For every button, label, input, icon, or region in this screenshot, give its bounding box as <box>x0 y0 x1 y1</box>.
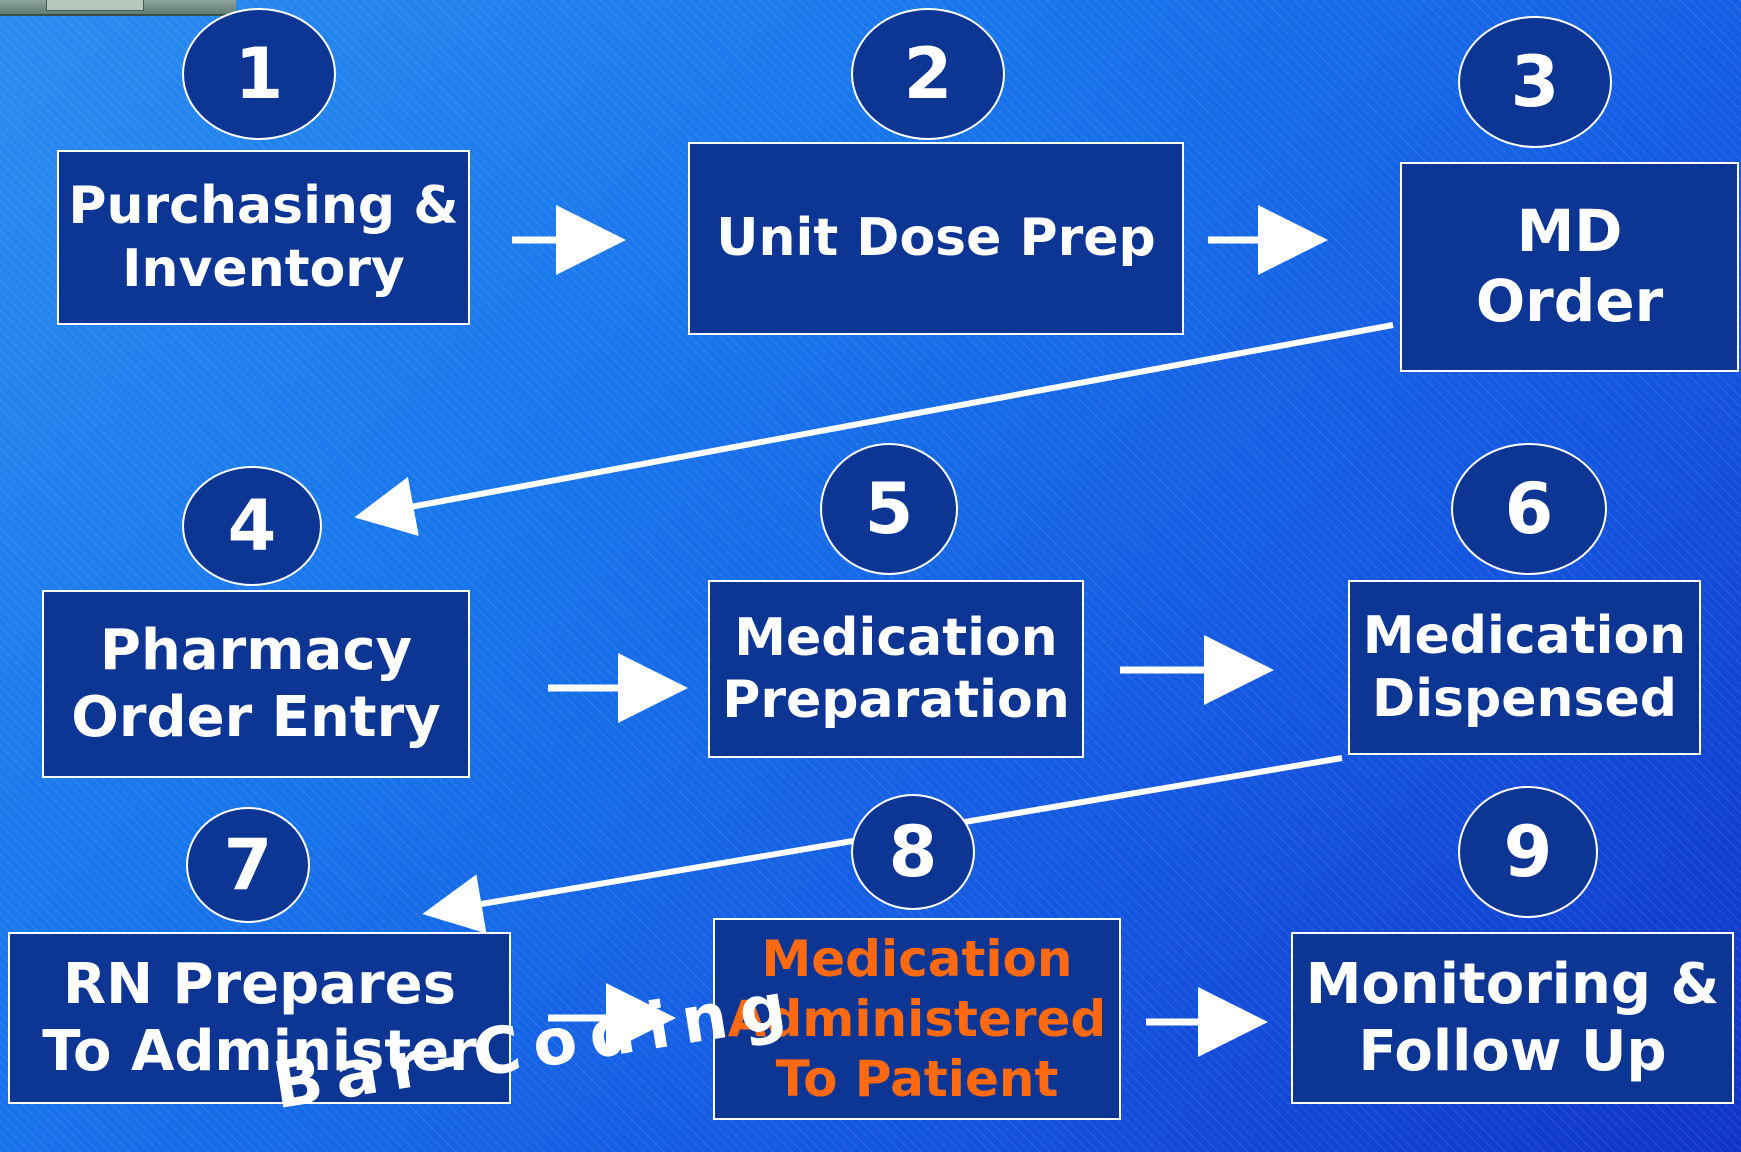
step-4-label-line-1: Pharmacy <box>99 617 413 683</box>
step-1-label-line-2: Inventory <box>122 238 405 299</box>
step-2-unit-dose-prep: Unit Dose Prep <box>688 142 1184 335</box>
step-6-label-line-1: Medication <box>1362 606 1687 667</box>
step-6-number-badge: 6 <box>1451 443 1607 575</box>
step-9-label-line-2: Follow Up <box>1358 1019 1667 1084</box>
step-1-number-badge: 1 <box>182 8 336 140</box>
step-8-medication-administered-to-patient: Medication Administered To Patient <box>713 918 1121 1120</box>
step-3-number-badge: 3 <box>1458 16 1612 148</box>
step-7-number-badge: 7 <box>186 807 310 923</box>
step-4-label-line-2: Order Entry <box>71 685 441 750</box>
step-8-label-line-3: To Patient <box>775 1050 1059 1108</box>
step-5-medication-preparation: Medication Preparation <box>708 580 1084 758</box>
arrow-3-to-4 <box>354 322 1394 536</box>
step-5-label-line-1: Medication <box>734 607 1058 668</box>
step-9-number-badge: 9 <box>1458 786 1598 918</box>
step-6-label-line-2: Dispensed <box>1372 668 1677 729</box>
step-2-label-line-1: Unit Dose Prep <box>716 208 1156 269</box>
step-3-label-line-2: Order <box>1475 267 1664 335</box>
step-4-number-badge: 4 <box>182 466 322 586</box>
step-7-label-line-1: RN Prepares <box>63 951 456 1017</box>
step-4-pharmacy-order-entry: Pharmacy Order Entry <box>42 590 470 778</box>
step-1-label-line-1: Purchasing & <box>68 176 459 237</box>
step-8-number-badge: 8 <box>851 794 975 910</box>
step-3-label-line-1: MD <box>1516 197 1623 266</box>
step-8-label-line-1: Medication <box>761 930 1073 988</box>
step-3-md-order: MD Order <box>1400 162 1739 372</box>
step-5-label-line-2: Preparation <box>722 670 1070 730</box>
step-9-monitoring-follow-up: Monitoring & Follow Up <box>1291 932 1734 1104</box>
step-5-number-badge: 5 <box>820 443 958 575</box>
step-7-rn-prepares-to-administer: RN Prepares To Administer <box>8 932 511 1104</box>
step-2-number-badge: 2 <box>851 8 1005 140</box>
step-1-purchasing-inventory: Purchasing & Inventory <box>57 150 470 325</box>
corner-decoration <box>0 0 236 16</box>
step-9-label-line-1: Monitoring & <box>1305 951 1720 1017</box>
step-7-label-line-2: To Administer <box>42 1019 477 1084</box>
step-8-label-line-2: Administered <box>727 990 1107 1048</box>
step-6-medication-dispensed: Medication Dispensed <box>1348 580 1701 755</box>
